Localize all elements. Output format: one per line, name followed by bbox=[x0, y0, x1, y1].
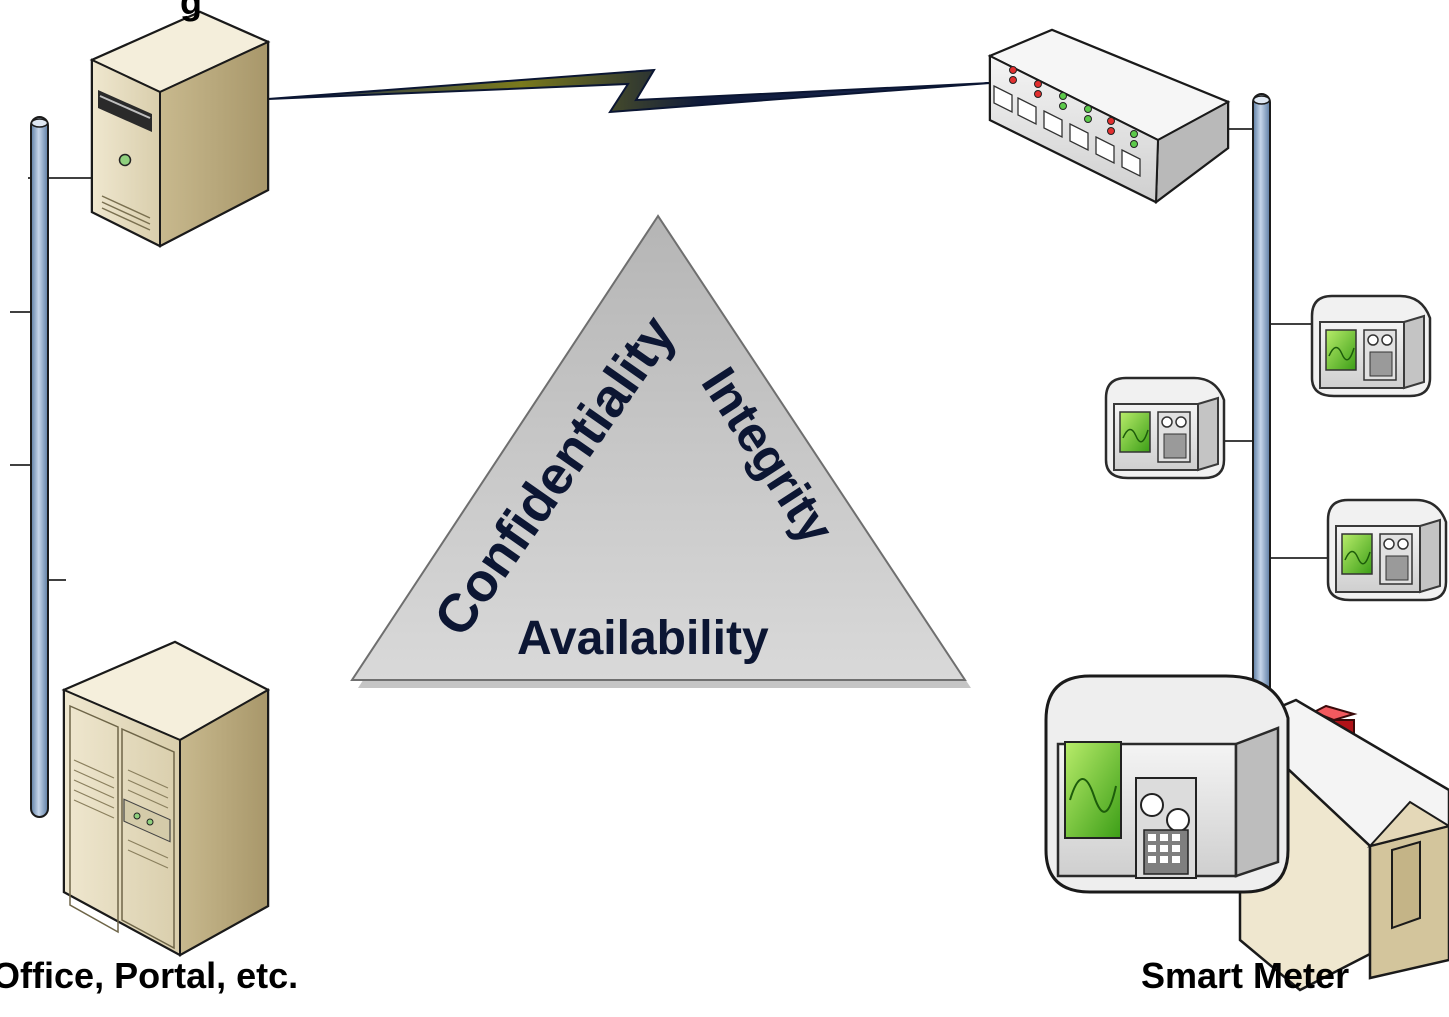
left-network-bus bbox=[10, 116, 92, 818]
smart-meter-small-2 bbox=[1104, 376, 1226, 480]
cia-triad: Confidentiality Integrity Availability bbox=[350, 214, 971, 688]
smart-meter-small-1 bbox=[1310, 294, 1432, 398]
server-cabinet-icon bbox=[61, 640, 271, 957]
server-tower-icon bbox=[89, 10, 271, 248]
wan-link-icon bbox=[267, 68, 991, 114]
triangle-label-availability: Availability bbox=[517, 612, 769, 665]
house-icon bbox=[1237, 698, 1449, 992]
caption-top-partial: g bbox=[180, 0, 202, 22]
caption-smart-meter: Smart Meter bbox=[1141, 955, 1350, 996]
smart-meter-icon bbox=[1044, 674, 1290, 894]
right-network-bus bbox=[1212, 93, 1328, 785]
smart-meter-small-3 bbox=[1326, 498, 1448, 602]
network-switch-icon bbox=[987, 28, 1231, 205]
caption-backoffice: ckOffice, Portal, etc. bbox=[0, 955, 299, 996]
